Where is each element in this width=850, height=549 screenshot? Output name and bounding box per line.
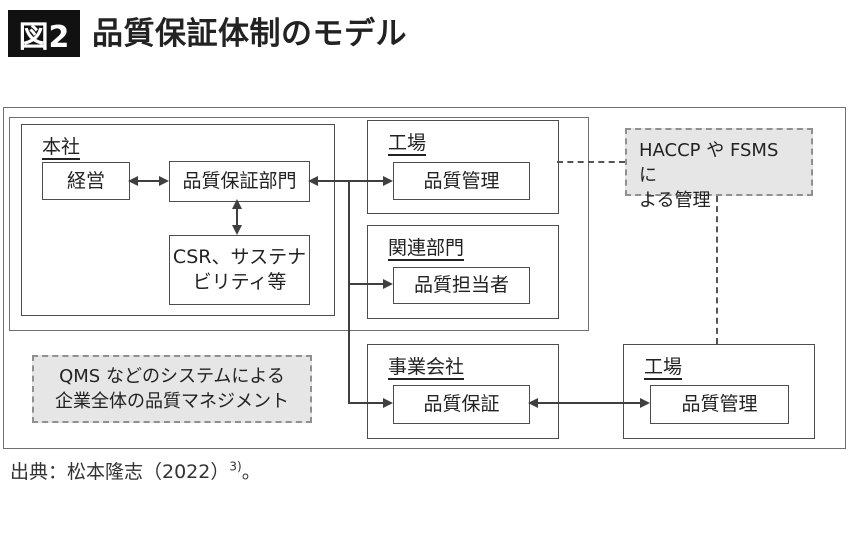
arrowhead-into-csr: [232, 225, 242, 235]
box-quality-control-bottom: 品質管理: [650, 385, 789, 424]
box-qa-department: 品質保証部門: [169, 161, 310, 202]
group-label-related-departments: 関連部門: [388, 237, 465, 259]
connector-management-qadept-line: [135, 180, 163, 182]
arrowhead-into-qadept-left: [159, 176, 169, 186]
connector-haccp-factory-bottom-dashed: [716, 196, 718, 344]
note-haccp-fsms: HACCP や FSMS に よる管理: [625, 128, 813, 211]
arrowhead-into-quality-assurance: [383, 398, 393, 408]
arrowhead-into-qadept-right: [308, 176, 318, 186]
source-footnote-marker: 3): [229, 459, 242, 474]
connector-factory-haccp-dashed: [557, 161, 625, 163]
group-label-business-company: 事業会社: [388, 356, 465, 378]
connector-trunk-qa-line: [348, 402, 386, 404]
connector-qadept-qc-line: [315, 180, 386, 182]
group-label-factory-bottom: 工場: [644, 356, 683, 378]
figure-title: 品質保証体制のモデル: [92, 16, 407, 52]
group-factory-top: 工場: [367, 120, 559, 214]
source-text: 出典：松本隆志（2022）: [10, 461, 230, 483]
connector-qa-qc-bottom-line: [535, 402, 643, 404]
figure-number-badge: 図2: [8, 10, 80, 57]
connector-trunk-vertical: [348, 181, 350, 403]
arrowhead-into-management: [128, 176, 138, 186]
box-management: 経営: [42, 162, 130, 200]
note-qms-management: QMS などのシステムによる 企業全体の品質マネジメント: [32, 355, 312, 423]
arrowhead-into-qc-top: [383, 176, 393, 186]
group-label-headquarters: 本社: [42, 136, 81, 158]
diagram-outer-frame: [3, 107, 846, 449]
group-label-factory-top: 工場: [388, 132, 427, 154]
connector-trunk-staff-line: [348, 283, 386, 285]
group-headquarters: 本社: [21, 124, 335, 316]
group-related-departments: 関連部門: [367, 225, 559, 319]
box-csr-sustainability: CSR、サステナ ビリティ等: [169, 235, 310, 305]
diagram-inner-frame: [9, 117, 589, 331]
connector-qadept-csr-line: [236, 205, 238, 229]
arrowhead-into-qa-right: [528, 398, 538, 408]
box-quality-staff: 品質担当者: [393, 267, 530, 304]
group-business-company: 事業会社: [367, 344, 559, 439]
group-factory-bottom: 工場: [623, 344, 815, 439]
arrowhead-into-quality-staff: [383, 279, 393, 289]
source-period: 。: [241, 461, 261, 483]
box-quality-assurance: 品質保証: [393, 385, 530, 424]
arrowhead-into-qadept-bottom: [232, 199, 242, 209]
box-quality-control-top: 品質管理: [393, 162, 530, 200]
arrowhead-into-qc-bottom: [640, 398, 650, 408]
source-caption: 出典：松本隆志（2022）3)。: [10, 457, 261, 484]
